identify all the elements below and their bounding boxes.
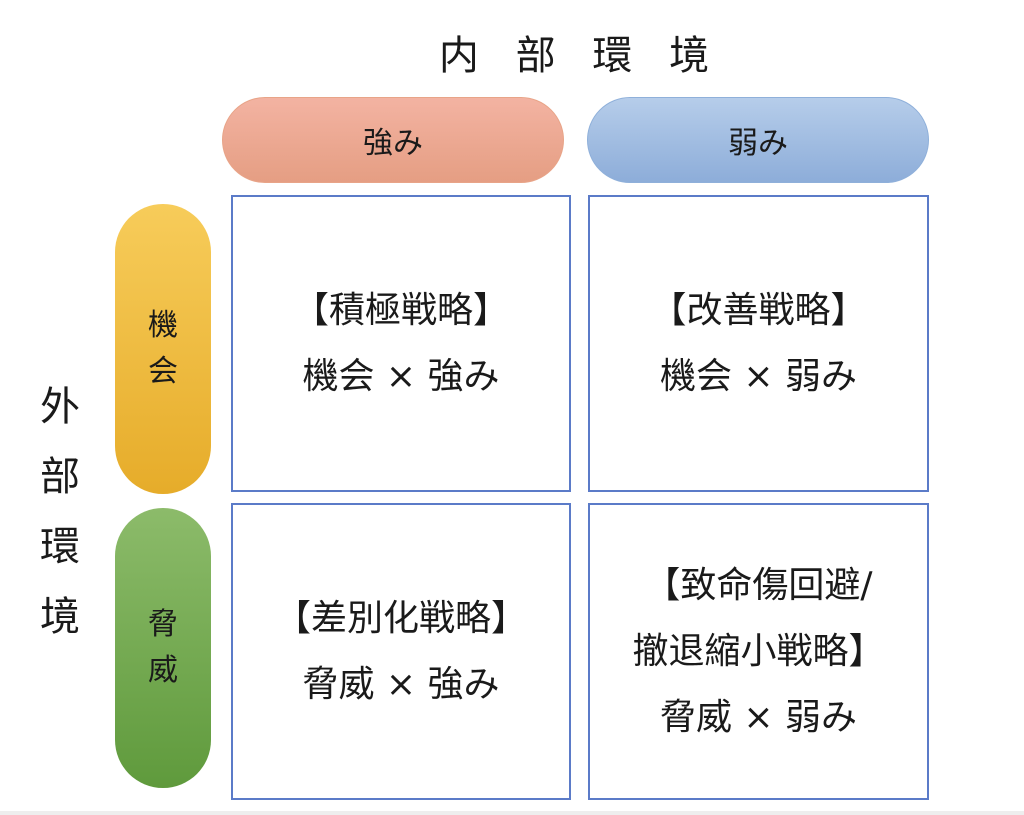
bottom-divider [0,811,1024,815]
strategy-formula: 機会 × 強み [302,355,500,397]
threat-char: 威 [148,653,178,688]
opportunity-header: 機 会 [115,204,211,494]
external-title-char: 環 [40,524,80,570]
strategy-formula: 機会 × 弱み [659,355,858,397]
external-title-char: 境 [40,594,80,640]
internal-environment-title: 内 部 環 境 [438,33,722,79]
external-title-char: 外 [40,384,80,430]
strategy-name: 【積極戦略】 [292,289,509,331]
external-environment-title: 外 部 環 境 [30,372,90,652]
so-strategy-cell: 【積極戦略】 機会 × 強み [231,195,571,492]
strategy-name: 【改善戦略】 [650,289,867,331]
strategy-name: 【差別化戦略】 [274,597,527,639]
strategy-formula: 脅威 × 強み [302,663,500,705]
strategy-formula: 脅威 × 弱み [659,696,858,738]
external-title-char: 部 [40,454,80,500]
wo-strategy-cell: 【改善戦略】 機会 × 弱み [588,195,929,492]
opportunity-char: 機 [148,308,178,343]
strength-header: 強み [222,97,564,183]
threat-char: 脅 [148,607,178,642]
threat-header: 脅 威 [115,508,211,788]
wt-strategy-cell: 【致命傷回避/ 撤退縮小戦略】 脅威 × 弱み [588,503,929,800]
opportunity-char: 会 [148,354,178,389]
weakness-header: 弱み [587,97,929,183]
strategy-name: 撤退縮小戦略】 [632,630,885,672]
strategy-name: 【致命傷回避/ [644,564,873,606]
st-strategy-cell: 【差別化戦略】 脅威 × 強み [231,503,571,800]
